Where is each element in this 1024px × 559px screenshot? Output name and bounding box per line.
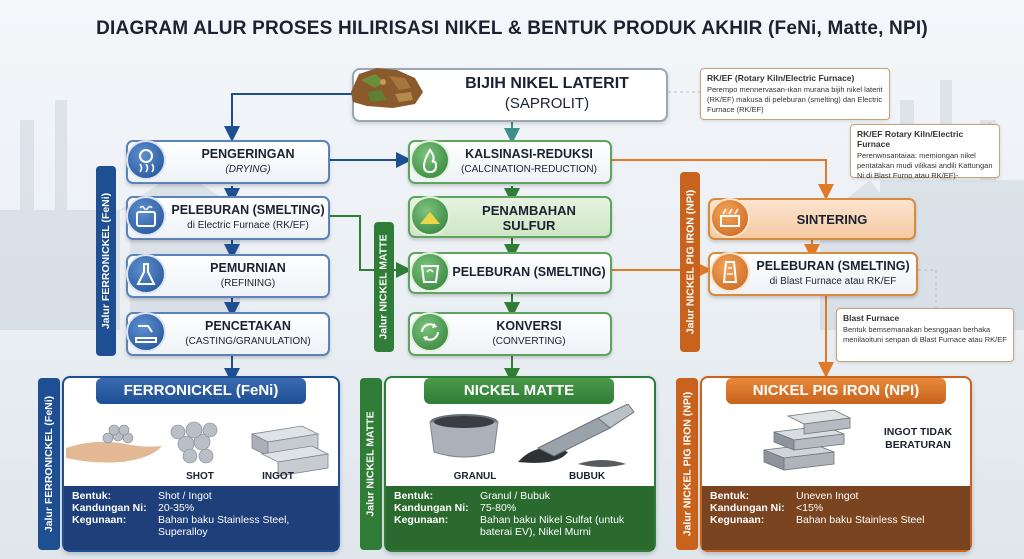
note-body: Bentuk bemsemanakan besnggaan berhaka me… bbox=[843, 325, 1007, 344]
sulfur-pile-icon bbox=[410, 196, 450, 236]
source-title-line1: BIJIH NIKEL LATERIT bbox=[465, 75, 629, 92]
step-sintering-label: SINTERING bbox=[796, 212, 868, 227]
product-info-matte: Bentuk:Granul / Bubuk Kandungan Ni:75-80… bbox=[386, 486, 654, 550]
caption-ingot: INGOT bbox=[262, 471, 294, 482]
note-body: Perempo mennervasan-ıkan murana bijih ni… bbox=[707, 85, 883, 114]
step-smelting-matte-label: PELEBURAN (SMELTING) bbox=[452, 265, 606, 279]
note-rkef-2: RK/EF Rotary Kiln/Electric Furnace Peren… bbox=[850, 124, 1000, 180]
crucible-icon bbox=[410, 252, 450, 292]
source-title: BIJIH NIKEL LATERIT (SAPROLIT) bbox=[432, 74, 662, 114]
product-title-matte: NICKEL MATTE bbox=[424, 378, 614, 404]
furnace-pot-icon bbox=[126, 196, 166, 236]
note-blast-furnace: Blast Furnace Bentuk bemsemanakan besngg… bbox=[836, 308, 1014, 362]
page-title: DIAGRAM ALUR PROSES HILIRISASI NIKEL & B… bbox=[96, 18, 928, 39]
flame-icon bbox=[410, 140, 450, 180]
casting-icon bbox=[126, 312, 166, 352]
cycle-arrows-icon bbox=[410, 312, 450, 352]
matte-granule-powder-illustration bbox=[429, 404, 635, 467]
ore-rock-icon bbox=[351, 68, 423, 108]
drying-icon bbox=[126, 140, 166, 180]
route-label-matte: Jalur NICKEL MATTE bbox=[374, 222, 394, 352]
note-title: RK/EF (Rotary Kiln/Electric Furnace) bbox=[707, 73, 855, 83]
product-title-npi: NICKEL PIG IRON (NPI) bbox=[726, 378, 946, 404]
step-smelting-bf-label: PELEBURAN (SMELTING)di Blast Furnace ata… bbox=[756, 259, 910, 287]
sinter-icon bbox=[710, 198, 750, 238]
note-title: RK/EF Rotary Kiln/Electric Furnace bbox=[857, 129, 964, 149]
product-side-label-npi: Jalur NICKEL PIG IRON (NPI) bbox=[676, 378, 698, 550]
product-info-feni: Bentuk:Shot / Ingot Kandungan Ni:20-35% … bbox=[64, 486, 338, 550]
blast-furnace-icon bbox=[710, 252, 750, 292]
flask-icon bbox=[126, 254, 166, 294]
source-title-line2: (SAPROLIT) bbox=[504, 95, 590, 112]
route-label-feni: Jalur FERRONICKEL (FeNi) bbox=[96, 166, 116, 356]
note-rkef-1: RK/EF (Rotary Kiln/Electric Furnace) Per… bbox=[700, 68, 890, 120]
step-drying-label: PENGERINGAN(DRYING) bbox=[201, 147, 295, 175]
product-side-label-feni: Jalur FERRONICKEL (FeNi) bbox=[38, 378, 60, 550]
npi-ingot-illustration bbox=[763, 409, 852, 471]
caption-granul: GRANUL bbox=[453, 471, 497, 482]
step-casting-label: PENCETAKAN(CASTING/GRANULATION) bbox=[185, 319, 311, 347]
product-side-label-matte: Jalur NICKEL MATTE bbox=[360, 378, 382, 550]
note-title: Blast Furnace bbox=[843, 313, 900, 323]
product-title-feni: FERRONICKEL (FeNi) bbox=[96, 378, 306, 404]
step-calcination-label: KALSINASI-REDUKSI(CALCINATION-REDUCTION) bbox=[461, 147, 597, 175]
product-info-npi: Bentuk:Uneven Ingot Kandungan Ni:<15% Ke… bbox=[702, 486, 970, 550]
step-refining-label: PEMURNIAN(REFINING) bbox=[210, 261, 286, 289]
route-label-npi: Jalur NICKEL PIG IRON (NPI) bbox=[680, 172, 700, 352]
step-converting-label: KONVERSI(CONVERTING) bbox=[492, 319, 566, 347]
caption-bubuk: BUBUK bbox=[568, 471, 606, 482]
caption-shot: SHOT bbox=[186, 471, 214, 482]
feni-shot-ingot-illustration bbox=[66, 421, 330, 477]
step-smelting-ef-label: PELEBURAN (SMELTING)di Electric Furnace … bbox=[171, 203, 325, 231]
note-body: Perenwnsantaiaa: memiongan nikel pentata… bbox=[857, 151, 993, 180]
